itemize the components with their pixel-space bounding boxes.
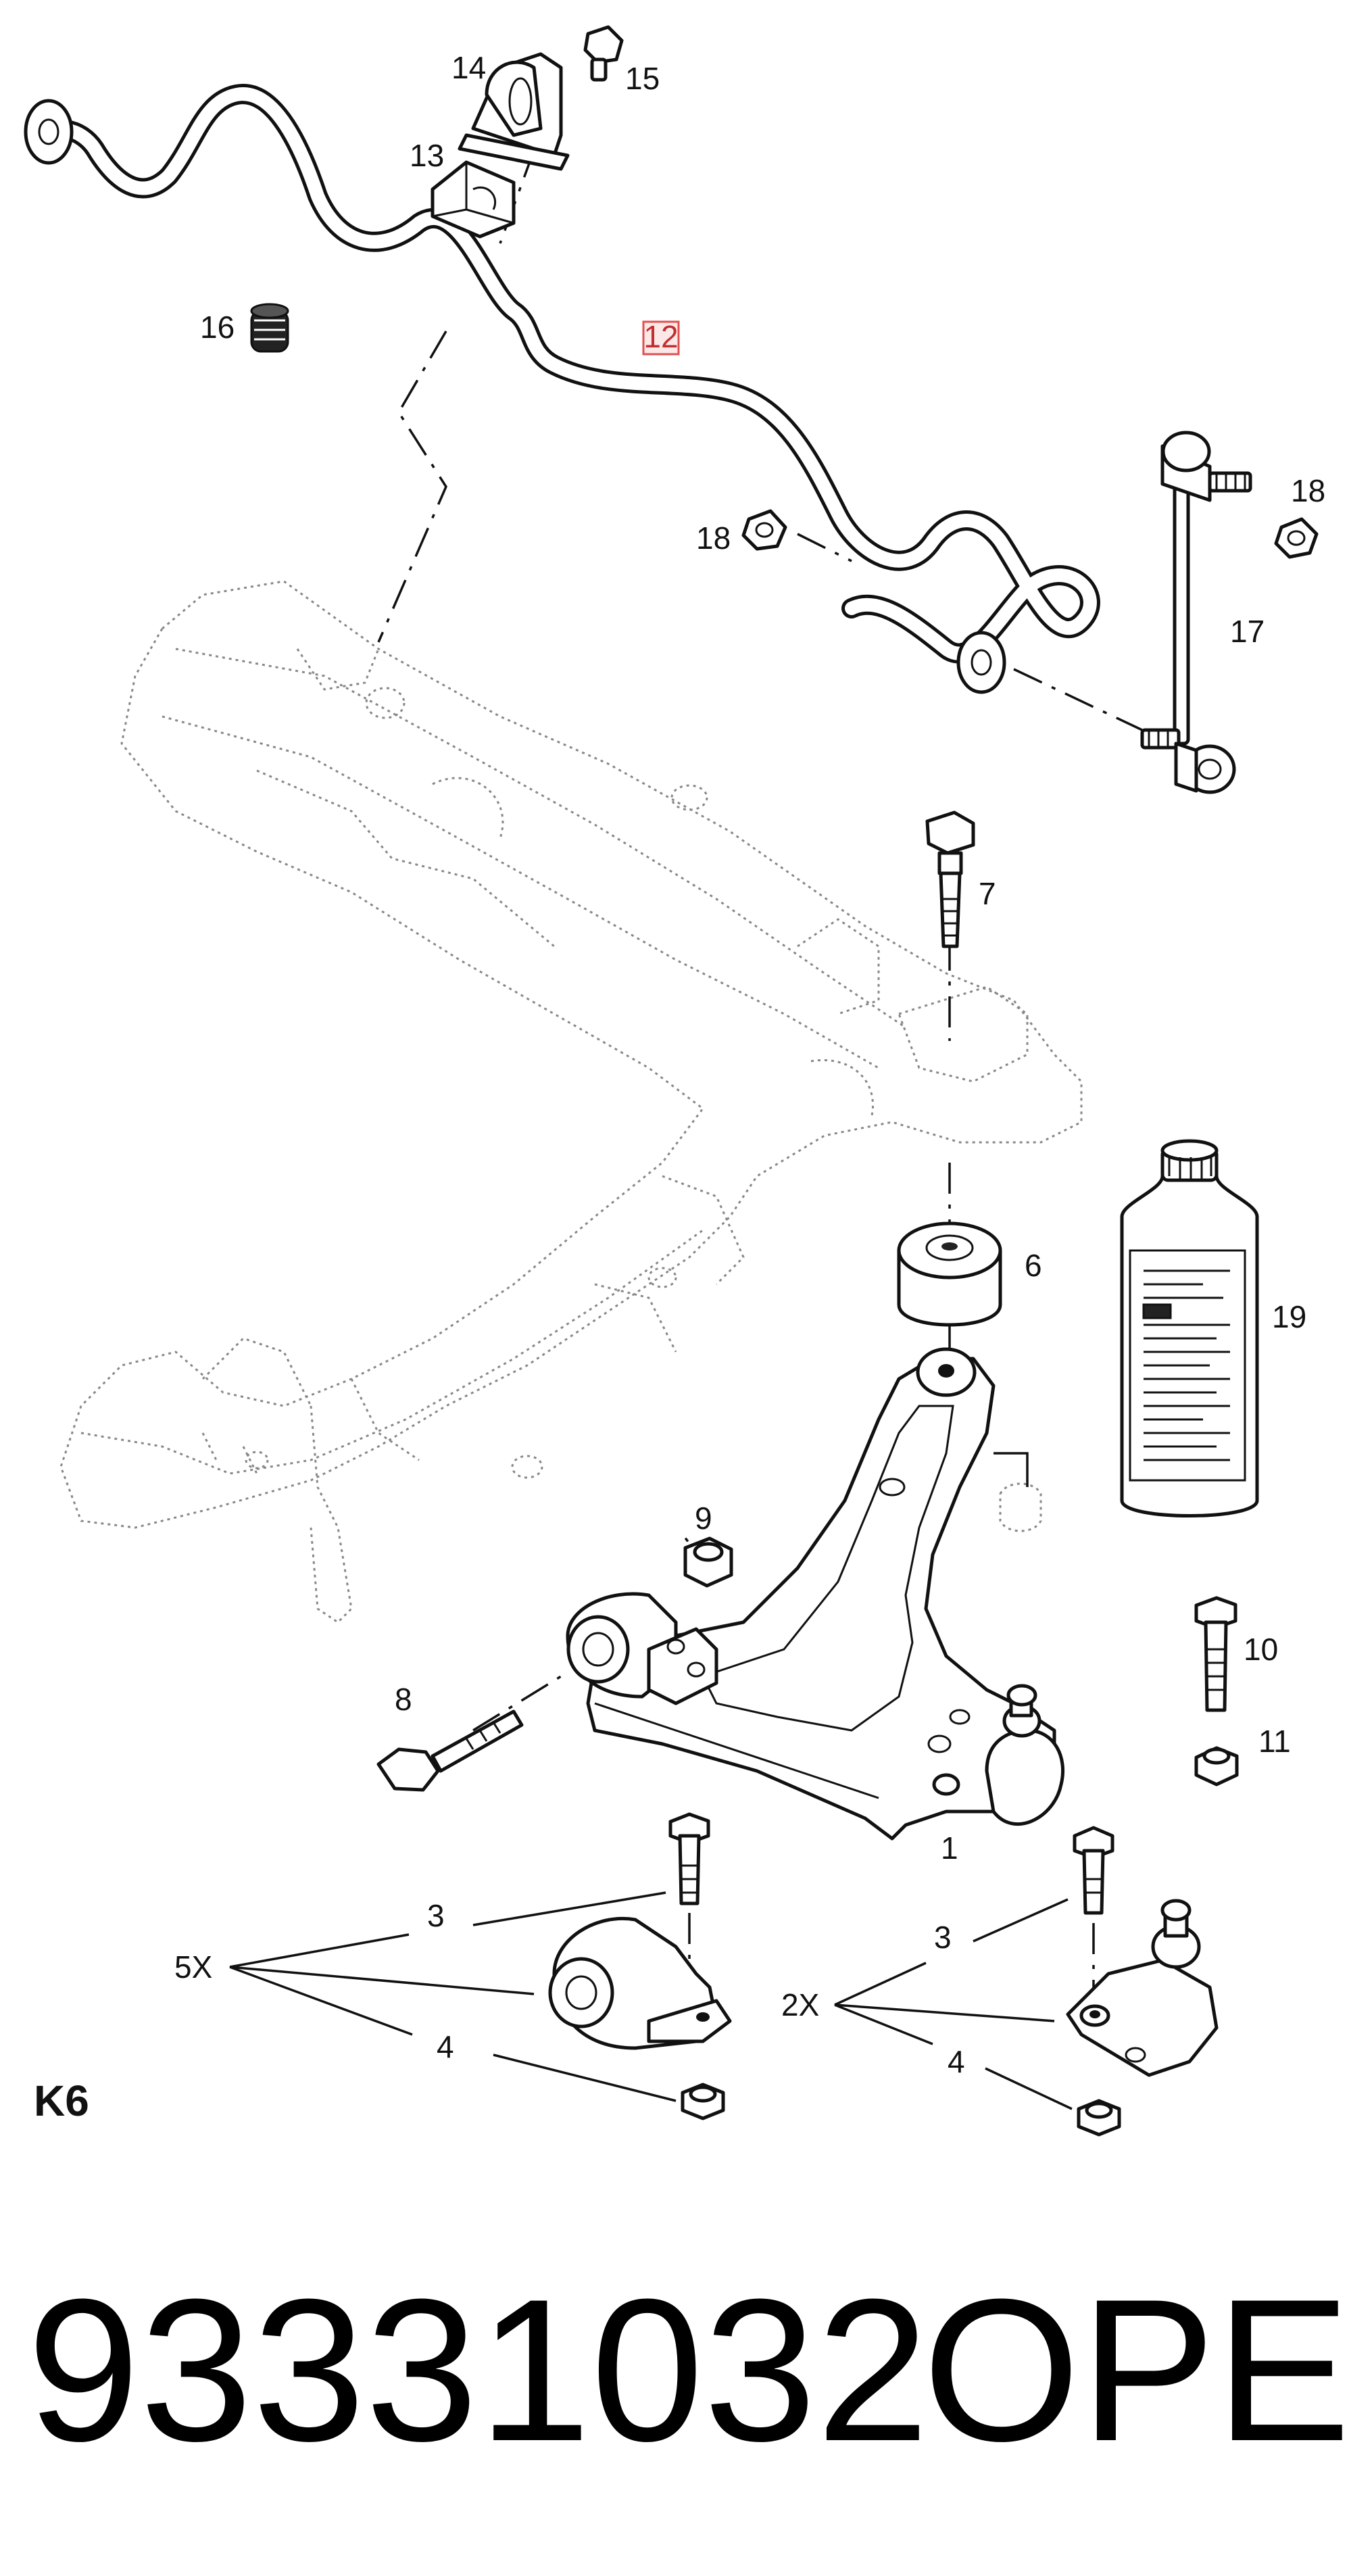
axis-line-bar-to-subframe xyxy=(377,331,447,643)
bolt-3-left[interactable] xyxy=(668,1812,710,1905)
rear-bushing-6[interactable] xyxy=(897,1221,1002,1327)
callout-4-left[interactable]: 4 xyxy=(437,2029,454,2064)
nut-18-left[interactable] xyxy=(741,509,787,551)
callout-5x[interactable]: 5X xyxy=(174,1949,212,1985)
stabilizer-clamp[interactable] xyxy=(458,52,570,171)
callout-4-right[interactable]: 4 xyxy=(948,2044,965,2079)
axis-line-link-upper xyxy=(797,533,852,562)
threadlocker-bottle[interactable] xyxy=(1120,1139,1259,1517)
stabilizer-link[interactable] xyxy=(1140,431,1252,794)
control-arm-ball-joint[interactable] xyxy=(985,1684,1065,1826)
leader-lines-5x xyxy=(229,1891,677,2102)
callout-6[interactable]: 6 xyxy=(1025,1248,1042,1283)
callout-14[interactable]: 14 xyxy=(451,50,486,85)
nut-11[interactable] xyxy=(1194,1746,1239,1787)
front-subframe-ghost xyxy=(59,580,1083,1624)
bolt-10[interactable] xyxy=(1194,1596,1237,1712)
callout-13[interactable]: 13 xyxy=(410,138,444,173)
control-arm[interactable] xyxy=(586,1347,1056,1841)
threaded-insert[interactable] xyxy=(250,303,289,353)
callout-2x[interactable]: 2X xyxy=(781,1987,819,2022)
stabilizer-bushing[interactable] xyxy=(431,160,516,239)
bushing-bracket-kit[interactable] xyxy=(548,1917,732,2050)
callout-17[interactable]: 17 xyxy=(1230,614,1265,649)
callout-15[interactable]: 15 xyxy=(625,61,660,96)
nut-4-left[interactable] xyxy=(681,2083,725,2120)
arm-isolator[interactable] xyxy=(994,1452,1042,1532)
axis-line-link-lower xyxy=(1013,668,1143,731)
callout-16[interactable]: 16 xyxy=(200,310,235,345)
callout-19[interactable]: 19 xyxy=(1272,1299,1306,1334)
control-arm-front-bushing[interactable] xyxy=(566,1592,718,1705)
brand-name: OPEL xyxy=(923,2256,1349,2483)
section-code: K6 xyxy=(34,2076,89,2125)
nut-4-right[interactable] xyxy=(1077,2099,1121,2137)
callout-9[interactable]: 9 xyxy=(695,1501,712,1536)
axis-line-bolt-8 xyxy=(472,1675,562,1732)
callout-10[interactable]: 10 xyxy=(1244,1632,1278,1667)
bolt-3-right[interactable] xyxy=(1073,1826,1114,1915)
stabilizer-bar[interactable] xyxy=(24,84,1100,694)
clamp-bolt[interactable] xyxy=(583,25,624,82)
bolt-7[interactable] xyxy=(925,810,975,948)
callout-1[interactable]: 1 xyxy=(941,1830,958,1866)
callout-18-left[interactable]: 18 xyxy=(696,520,731,556)
nut-18-right[interactable] xyxy=(1274,517,1319,559)
callout-18-right[interactable]: 18 xyxy=(1291,473,1325,508)
callout-12-highlight-box xyxy=(642,320,680,356)
callout-7[interactable]: 7 xyxy=(979,876,996,911)
bolt-8[interactable] xyxy=(376,1709,524,1792)
callout-11[interactable]: 11 xyxy=(1258,1724,1291,1759)
nut-9[interactable] xyxy=(683,1536,733,1588)
part-number: 93331032 xyxy=(27,2256,929,2483)
ball-joint-kit[interactable] xyxy=(1066,1899,1219,2077)
callout-12[interactable]: 12 xyxy=(643,319,678,354)
leader-lines-2x xyxy=(834,1898,1073,2110)
callout-3-left[interactable]: 3 xyxy=(427,1898,445,1933)
callout-3-right[interactable]: 3 xyxy=(934,1920,952,1955)
callout-8[interactable]: 8 xyxy=(395,1682,412,1717)
